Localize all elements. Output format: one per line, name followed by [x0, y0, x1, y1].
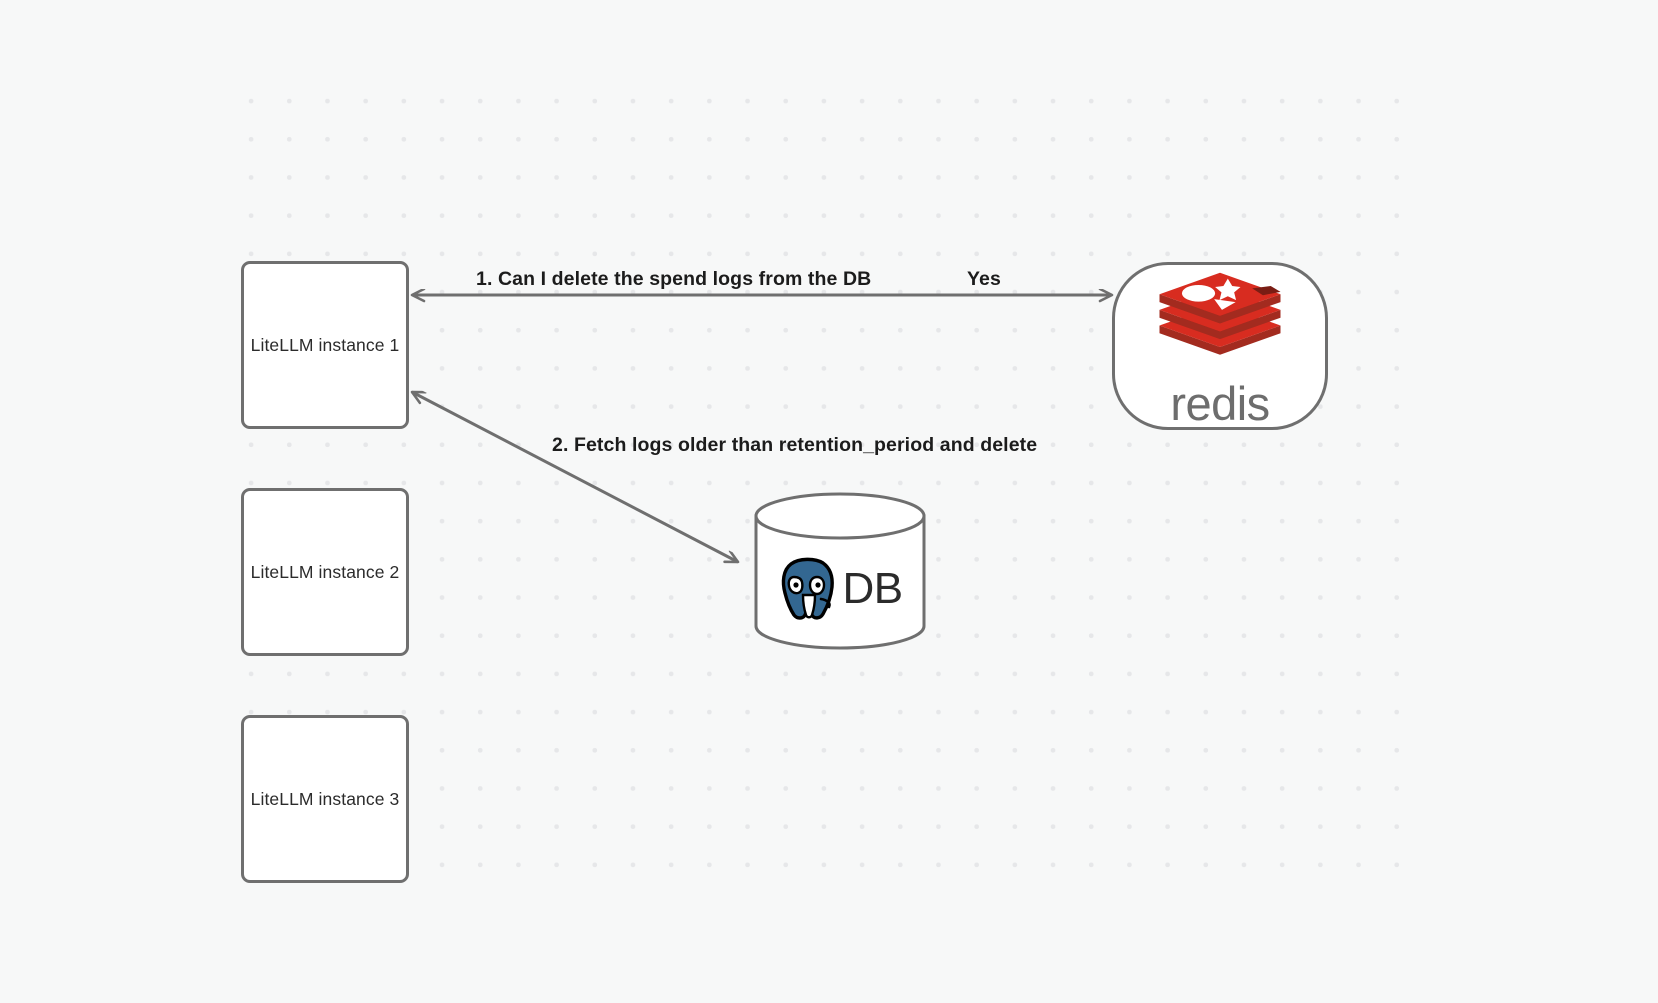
node-database[interactable]: DB: [752, 492, 928, 650]
node-litellm-instance-1-label: LiteLLM instance 1: [250, 334, 400, 355]
node-litellm-instance-3-label: LiteLLM instance 3: [250, 788, 400, 809]
node-redis[interactable]: redis: [1112, 262, 1328, 430]
edge-label-yes: Yes: [967, 268, 1001, 290]
node-litellm-instance-2[interactable]: LiteLLM instance 2: [241, 488, 409, 656]
node-litellm-instance-2-label: LiteLLM instance 2: [250, 561, 400, 582]
postgresql-elephant-icon: [782, 557, 835, 620]
database-label: DB: [842, 564, 903, 613]
edge-litellm1-db: [412, 390, 738, 564]
edge-label-step-2: 2. Fetch logs older than retention_perio…: [552, 434, 1038, 456]
edge-label-step-1: 1. Can I delete the spend logs from the …: [476, 268, 872, 290]
redis-logo: [1159, 272, 1281, 355]
redis-wordmark: redis: [1170, 377, 1270, 430]
node-litellm-instance-1[interactable]: LiteLLM instance 1: [241, 261, 409, 429]
node-litellm-instance-3[interactable]: LiteLLM instance 3: [241, 715, 409, 883]
